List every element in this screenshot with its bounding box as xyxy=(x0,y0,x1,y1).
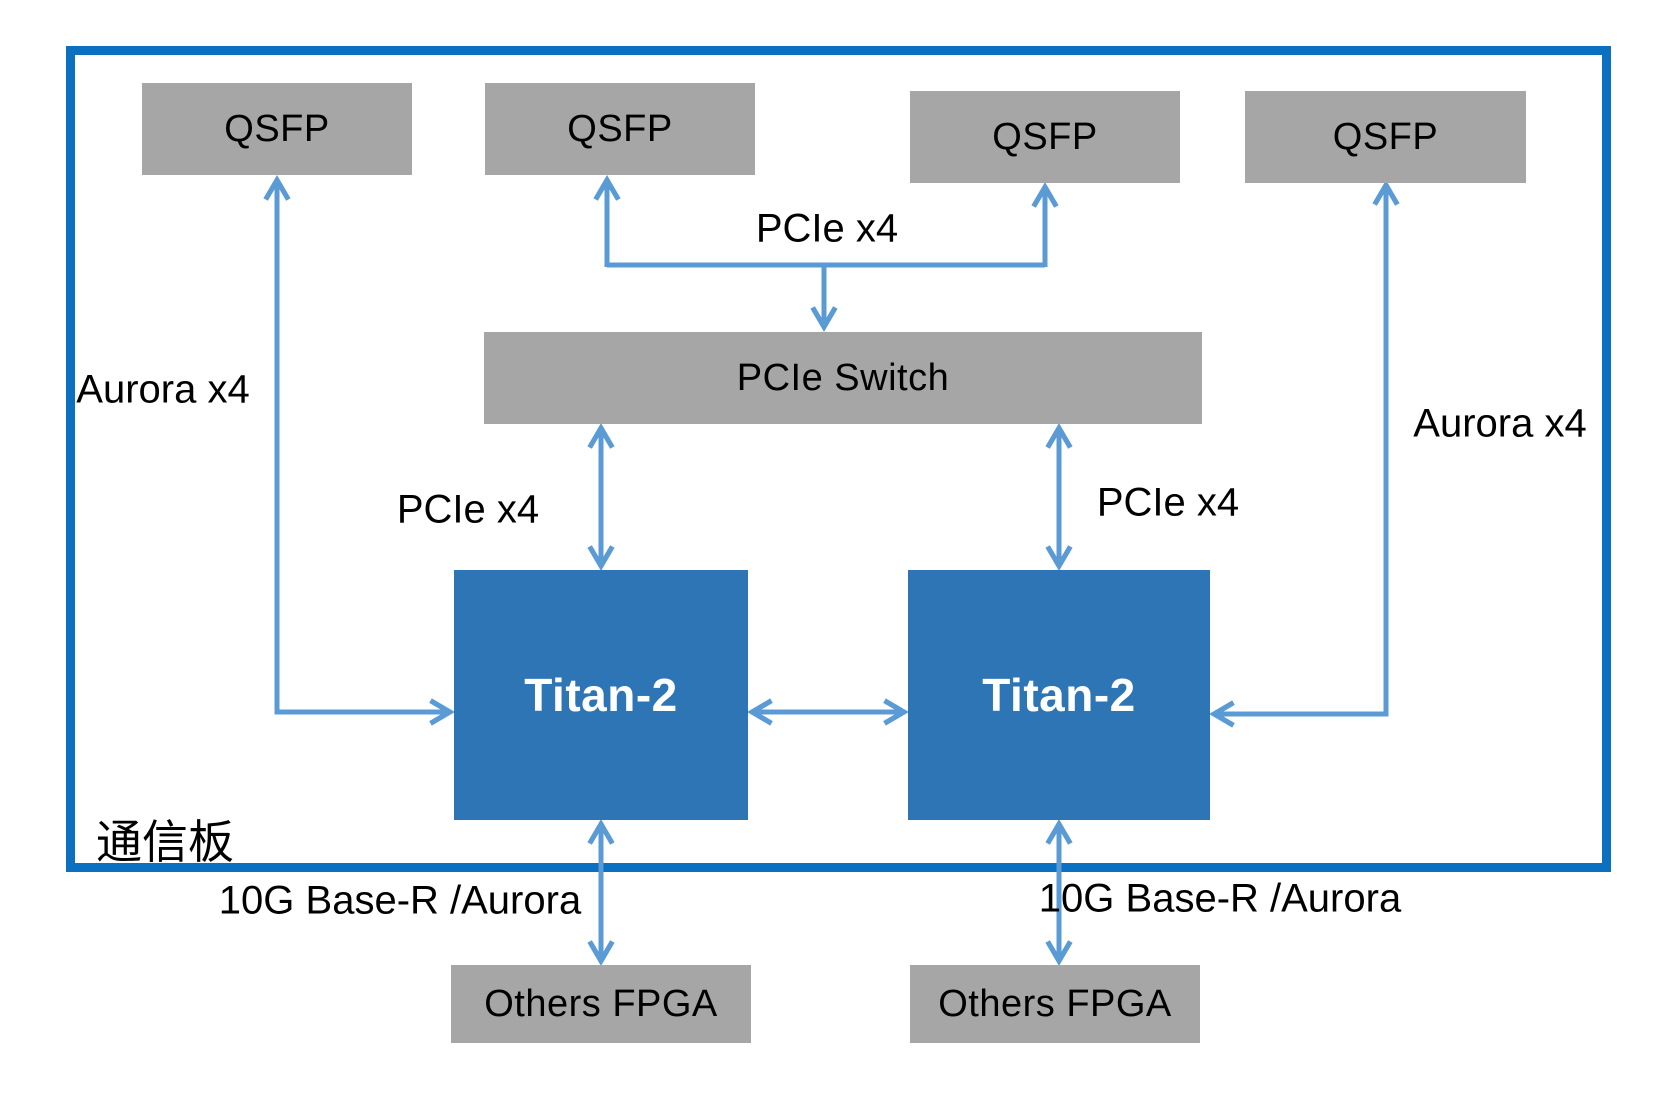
qsfp-box-3: QSFP xyxy=(910,91,1180,183)
label-10g-baser-aurora-right: 10G Base-R /Aurora xyxy=(1038,876,1402,921)
qsfp-box-2: QSFP xyxy=(485,83,755,175)
label-pcie-x4-top: PCIe x4 xyxy=(755,206,899,251)
pcie-switch-box: PCIe Switch xyxy=(484,332,1202,424)
titan2-box-left: Titan-2 xyxy=(454,570,748,820)
label-10g-baser-aurora-left: 10G Base-R /Aurora xyxy=(218,878,582,923)
label-pcie-x4-right: PCIe x4 xyxy=(1096,480,1240,525)
qsfp-box-4: QSFP xyxy=(1245,91,1526,183)
qsfp-box-1: QSFP xyxy=(142,83,412,175)
connector-aurora-left xyxy=(263,175,455,726)
label-board-name: 通信板 xyxy=(96,815,234,869)
connector-aurora-right xyxy=(1209,180,1400,728)
label-aurora-x4-left: Aurora x4 xyxy=(76,367,250,412)
board-outline xyxy=(66,46,1611,872)
titan2-box-right: Titan-2 xyxy=(908,570,1210,820)
label-aurora-x4-right: Aurora x4 xyxy=(1413,401,1587,446)
others-fpga-box-right: Others FPGA xyxy=(910,965,1200,1043)
others-fpga-box-left: Others FPGA xyxy=(451,965,751,1043)
label-pcie-x4-left: PCIe x4 xyxy=(396,487,540,532)
